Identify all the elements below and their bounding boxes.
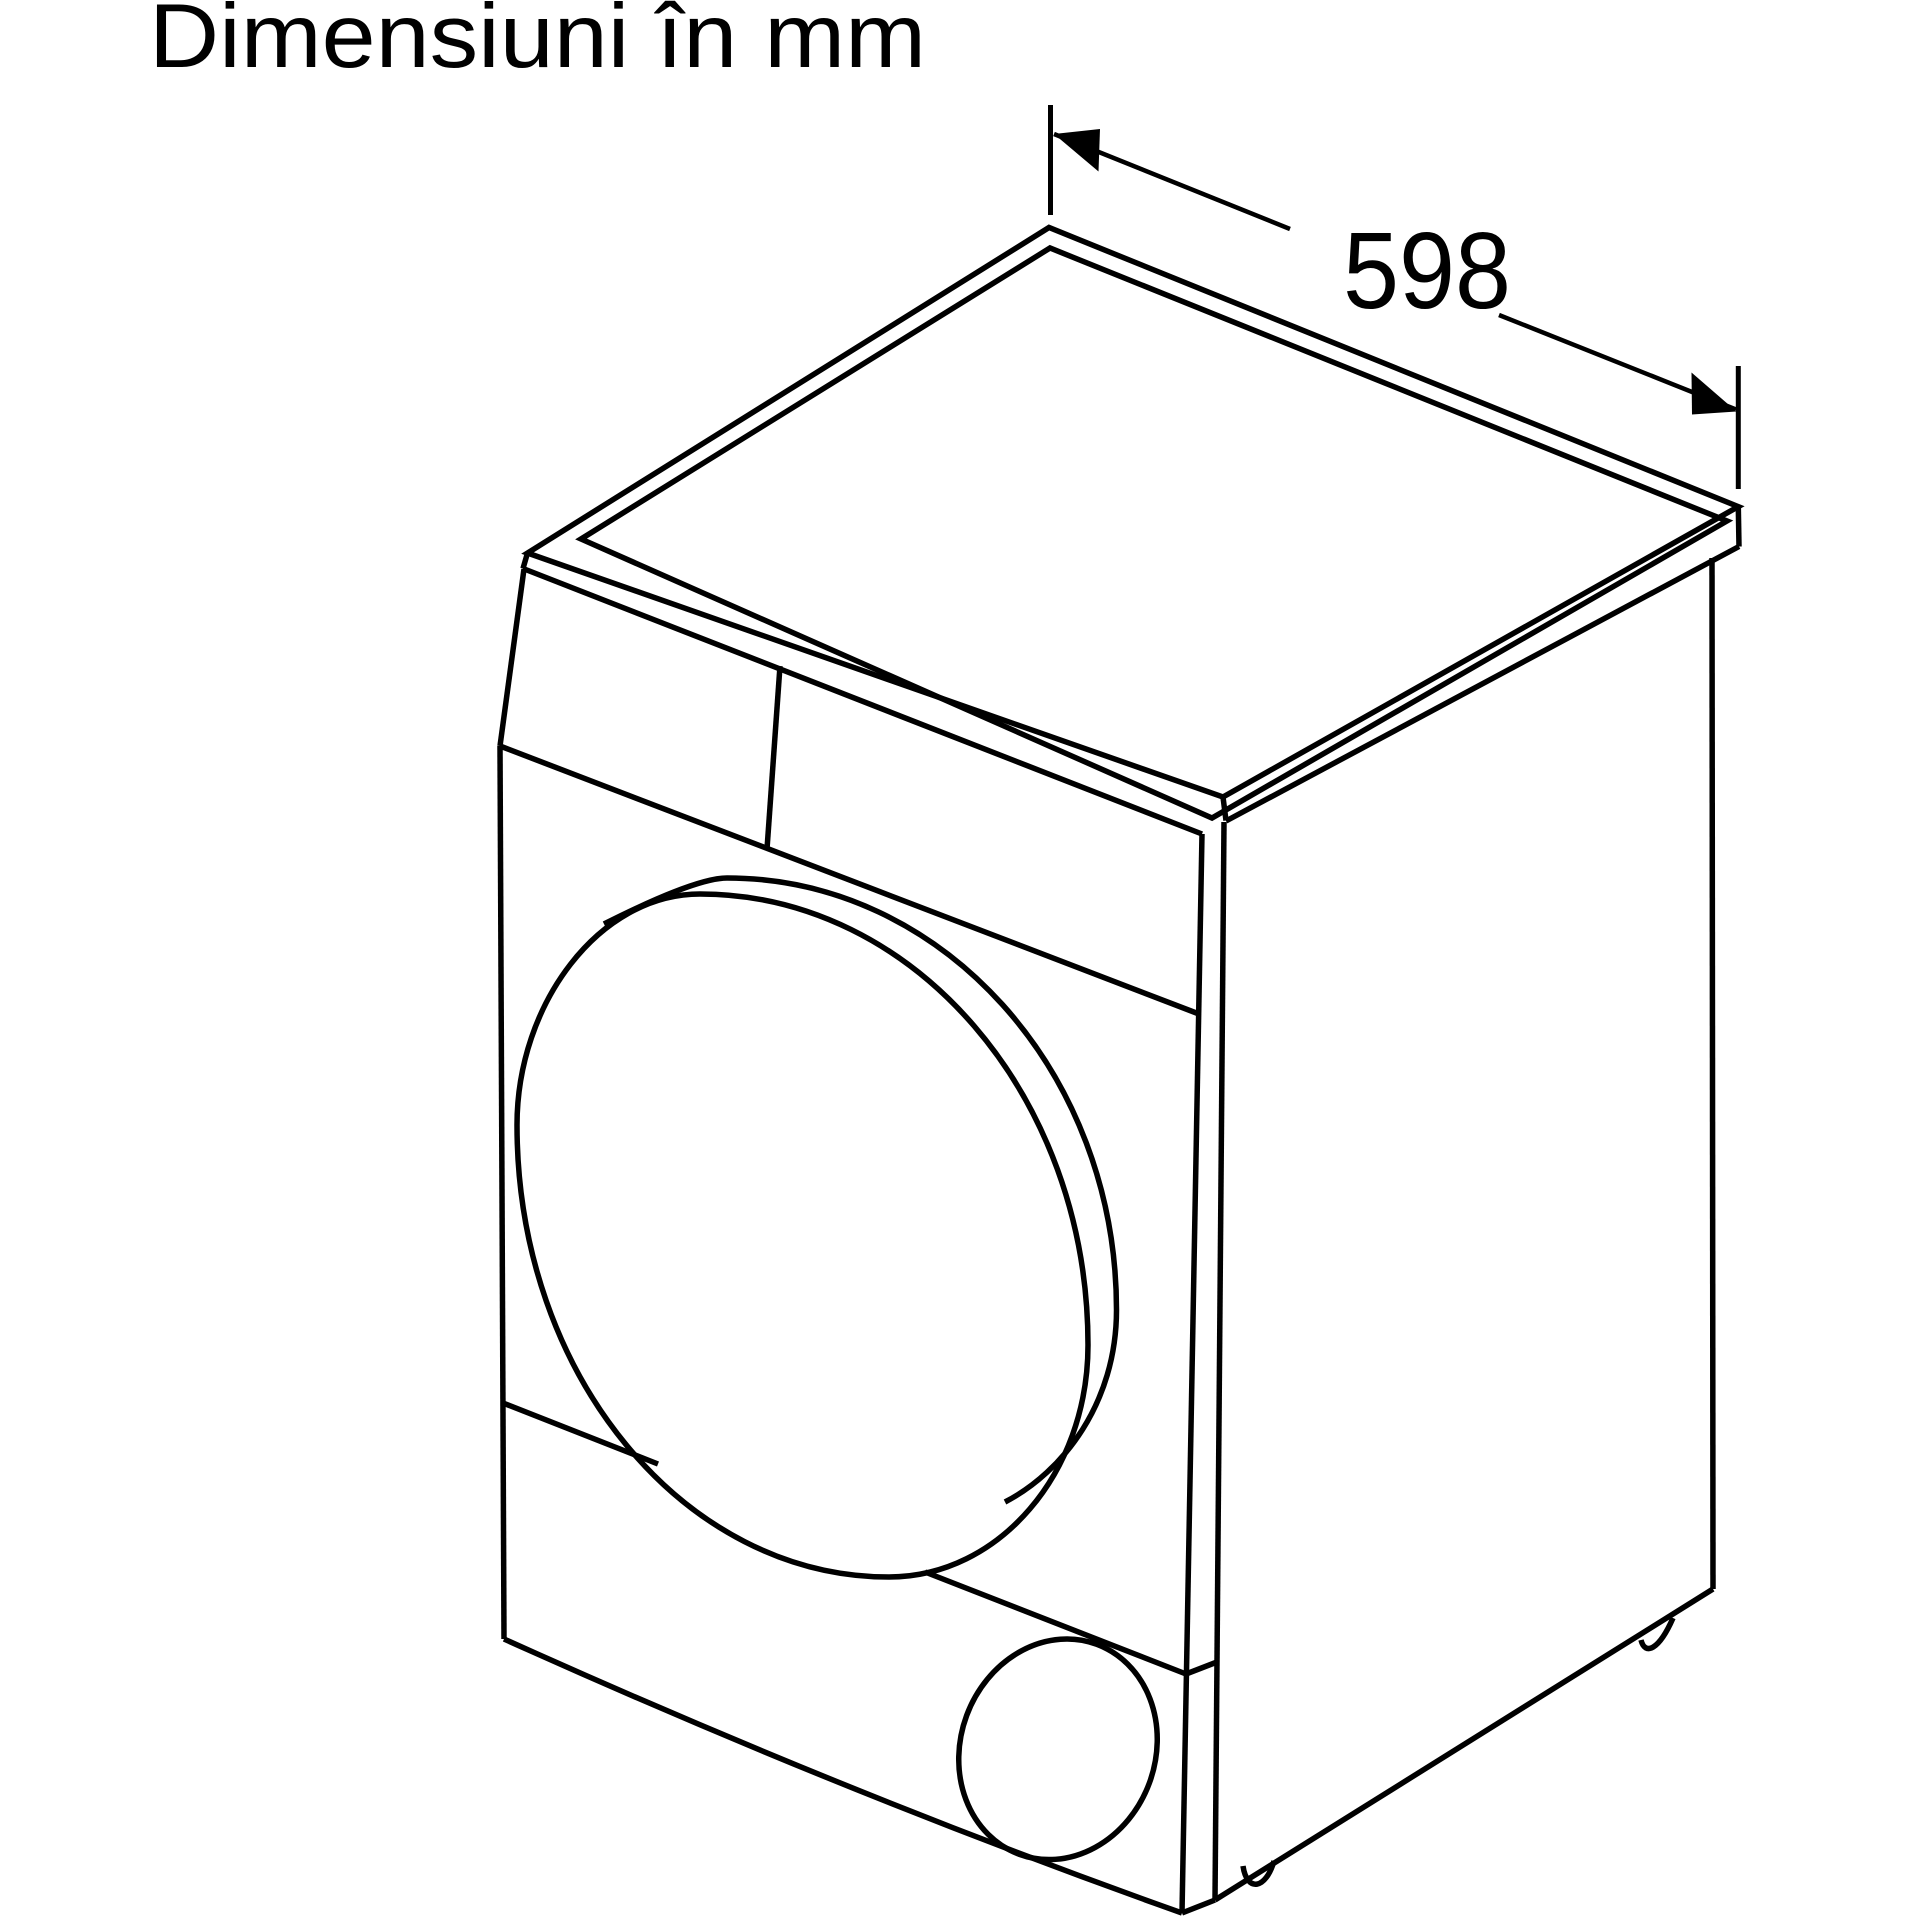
svg-text:598: 598 <box>1343 210 1511 332</box>
svg-text:Dimensiuni în mm: Dimensiuni în mm <box>149 0 926 87</box>
